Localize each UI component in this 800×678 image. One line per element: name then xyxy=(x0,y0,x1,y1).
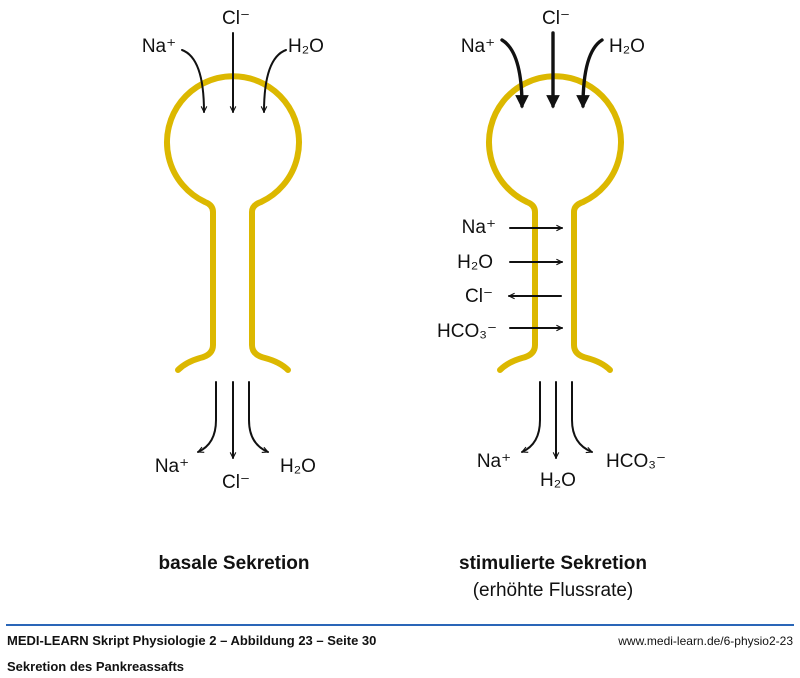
cl-out-label: Cl⁻ xyxy=(222,472,250,493)
footer-source: MEDI-LEARN Skript Physiologie 2 – Abbild… xyxy=(7,633,377,648)
diagram: Na⁺ Cl⁻ H₂O Na⁺ Cl⁻ H₂O basale Sekretion… xyxy=(142,8,666,601)
h2o-in-label: H₂O xyxy=(288,36,324,57)
cl-in-label: Cl⁻ xyxy=(542,8,570,29)
na-out-arrow xyxy=(198,381,217,453)
footer-url[interactable]: www.medi-learn.de/6-physio2-23 xyxy=(618,634,793,648)
cl-duct-label: Cl⁻ xyxy=(465,286,493,307)
hco3-out-arrow xyxy=(571,381,592,452)
acinus-outline xyxy=(486,73,624,373)
na-in-label: Na⁺ xyxy=(461,36,495,57)
na-in-arrow xyxy=(181,49,204,113)
hco3-out-label: HCO₃⁻ xyxy=(606,451,666,472)
hco3-duct-label: HCO₃⁻ xyxy=(437,321,497,342)
stimulated-title: stimulierte Sekretion xyxy=(459,553,647,574)
stimulated-subtitle: (erhöhte Flussrate) xyxy=(473,580,634,601)
h2o-duct-label: H₂O xyxy=(457,252,493,273)
na-out-arrow xyxy=(522,381,541,453)
h2o-out-arrow xyxy=(248,381,268,453)
acinus-outline xyxy=(164,73,302,373)
footer-divider xyxy=(6,624,794,626)
footer-caption: Sekretion des Pankreassafts xyxy=(7,659,185,674)
h2o-in-arrow xyxy=(264,49,287,113)
na-in-label: Na⁺ xyxy=(142,36,176,57)
h2o-in-label: H₂O xyxy=(609,36,645,57)
h2o-out-label: H₂O xyxy=(280,456,316,477)
basal-title: basale Sekretion xyxy=(158,553,309,574)
stimulated-acinus: Na⁺ Cl⁻ H₂O Na⁺ H₂O Cl⁻ HCO₃⁻ Na⁺ H₂O HC… xyxy=(437,8,666,601)
na-in-arrow xyxy=(500,38,529,109)
na-out-label: Na⁺ xyxy=(477,451,511,472)
na-duct-label: Na⁺ xyxy=(462,217,496,238)
basal-acinus: Na⁺ Cl⁻ H₂O Na⁺ Cl⁻ H₂O basale Sekretion xyxy=(142,8,324,574)
cl-in-label: Cl⁻ xyxy=(222,8,250,29)
h2o-in-arrow xyxy=(576,38,604,109)
na-out-label: Na⁺ xyxy=(155,456,189,477)
h2o-out-label: H₂O xyxy=(540,470,576,491)
